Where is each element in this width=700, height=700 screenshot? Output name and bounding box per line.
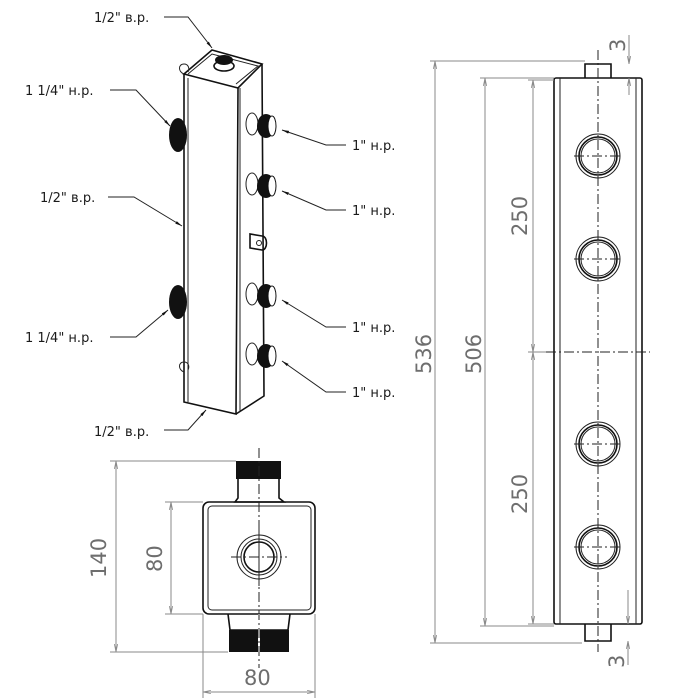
right-fitting-1 — [245, 112, 277, 138]
dim-3-bottom: 3 — [605, 590, 629, 668]
front-view: 536 506 250 250 3 — [412, 35, 650, 668]
dim-536: 536 — [412, 60, 585, 644]
callout-middle-left-port: 1/2" в.р. — [40, 191, 95, 206]
mounting-lug-bottom — [179, 361, 190, 373]
top-port-fitting — [213, 55, 235, 72]
callout-bottom-port: 1/2" в.р. — [94, 425, 149, 440]
top-view: 140 80 80 — [87, 448, 316, 698]
body-top-face — [182, 49, 264, 89]
callout-top-port: 1/2" в.р. — [94, 11, 149, 26]
dim-140-label: 140 — [87, 538, 111, 578]
left-fitting-lower — [169, 285, 187, 319]
right-fitting-3 — [245, 282, 277, 308]
callout-right-port-3: 1" н.р. — [352, 321, 395, 336]
dim-250-upper-label: 250 — [508, 196, 532, 236]
mounting-lug-top — [179, 63, 190, 75]
dim-536-label: 536 — [412, 334, 436, 374]
dim-80-vertical-label: 80 — [143, 545, 167, 572]
body-right-face — [235, 63, 265, 415]
dim-250-lower-label: 250 — [508, 474, 532, 514]
dim-3-top-label: 3 — [606, 39, 630, 52]
right-fitting-2 — [245, 172, 277, 198]
left-fitting-upper — [169, 118, 187, 152]
mounting-bracket — [249, 233, 268, 251]
dim-80-horizontal: 80 — [202, 614, 316, 698]
dim-250-upper: 250 — [508, 79, 554, 353]
front-port-4 — [574, 524, 622, 570]
front-port-3 — [574, 421, 622, 467]
front-port-2 — [574, 236, 622, 282]
front-port-1 — [574, 133, 622, 179]
callout-right-port-4: 1" н.р. — [352, 386, 395, 401]
leader-lines — [108, 16, 346, 431]
dim-250-lower: 250 — [508, 352, 554, 625]
callout-lower-left-port: 1 1/4" н.р. — [25, 331, 93, 346]
dim-3-bottom-label: 3 — [605, 655, 629, 668]
isometric-view: 1/2" в.р. 1 1/4" н.р. 1/2" в.р. 1 1/4" н… — [25, 11, 395, 440]
dim-506-label: 506 — [462, 334, 486, 374]
dim-80-vertical: 80 — [143, 501, 203, 615]
right-fitting-4 — [245, 342, 277, 368]
dim-506: 506 — [462, 77, 554, 627]
dim-80-horizontal-label: 80 — [244, 666, 271, 690]
dim-140: 140 — [87, 460, 236, 653]
callout-upper-left-port: 1 1/4" н.р. — [25, 84, 93, 99]
callout-right-port-1: 1" н.р. — [352, 139, 395, 154]
body-front-face — [183, 74, 239, 416]
right-fittings — [245, 112, 277, 368]
front-ports — [574, 133, 622, 570]
dim-3-top: 3 — [606, 35, 630, 95]
callout-right-port-2: 1" н.р. — [352, 204, 395, 219]
